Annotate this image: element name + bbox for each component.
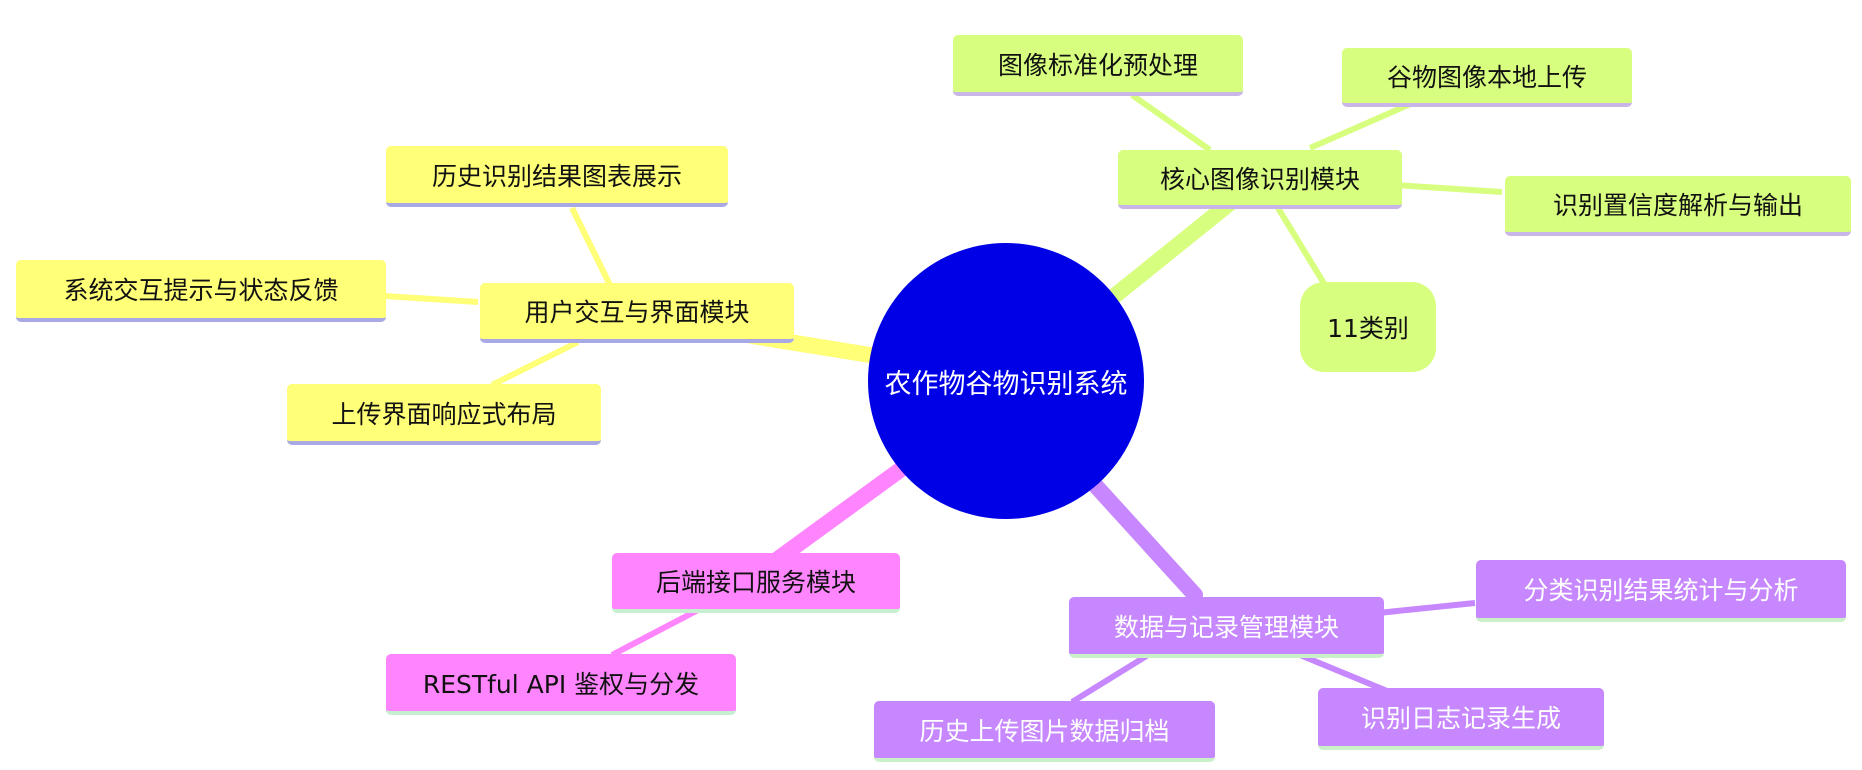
- link-core-upload: [1308, 99, 1417, 151]
- leaf-data-log[interactable]: 识别日志记录生成: [1318, 688, 1604, 750]
- leaf-data-stats[interactable]: 分类识别结果统计与分析: [1476, 560, 1846, 622]
- link-root-data: [1087, 477, 1203, 603]
- branch-backend[interactable]: 后端接口服务模块: [612, 553, 900, 613]
- link-data-stats: [1377, 600, 1476, 616]
- link-core-preprocess: [1130, 92, 1212, 153]
- link-root-core: [1104, 195, 1238, 306]
- branch-core[interactable]: 核心图像识别模块: [1118, 150, 1402, 209]
- link-ui-responsive: [490, 339, 580, 388]
- leaf-backend-api[interactable]: RESTful API 鉴权与分发: [386, 654, 736, 715]
- link-core-classes: [1275, 206, 1328, 287]
- link-data-archive: [1070, 652, 1150, 705]
- link-ui-feedback: [384, 293, 479, 305]
- link-data-log: [1298, 652, 1394, 696]
- branch-data[interactable]: 数据与记录管理模块: [1069, 597, 1384, 658]
- leaf-core-classes[interactable]: 11类别: [1300, 282, 1436, 372]
- leaf-ui-responsive[interactable]: 上传界面响应式布局: [287, 384, 601, 445]
- leaf-core-upload[interactable]: 谷物图像本地上传: [1342, 48, 1632, 107]
- link-backend-api: [610, 607, 700, 658]
- leaf-ui-feedback[interactable]: 系统交互提示与状态反馈: [16, 260, 386, 322]
- leaf-core-preprocess[interactable]: 图像标准化预处理: [953, 35, 1243, 96]
- leaf-data-archive[interactable]: 历史上传图片数据归档: [874, 701, 1215, 762]
- leaf-ui-history[interactable]: 历史识别结果图表展示: [386, 146, 728, 207]
- link-core-confidence: [1394, 182, 1503, 195]
- branch-ui[interactable]: 用户交互与界面模块: [480, 283, 794, 343]
- link-ui-history: [569, 206, 613, 287]
- root-node[interactable]: 农作物谷物识别系统: [868, 243, 1144, 519]
- leaf-core-confidence[interactable]: 识别置信度解析与输出: [1505, 176, 1851, 236]
